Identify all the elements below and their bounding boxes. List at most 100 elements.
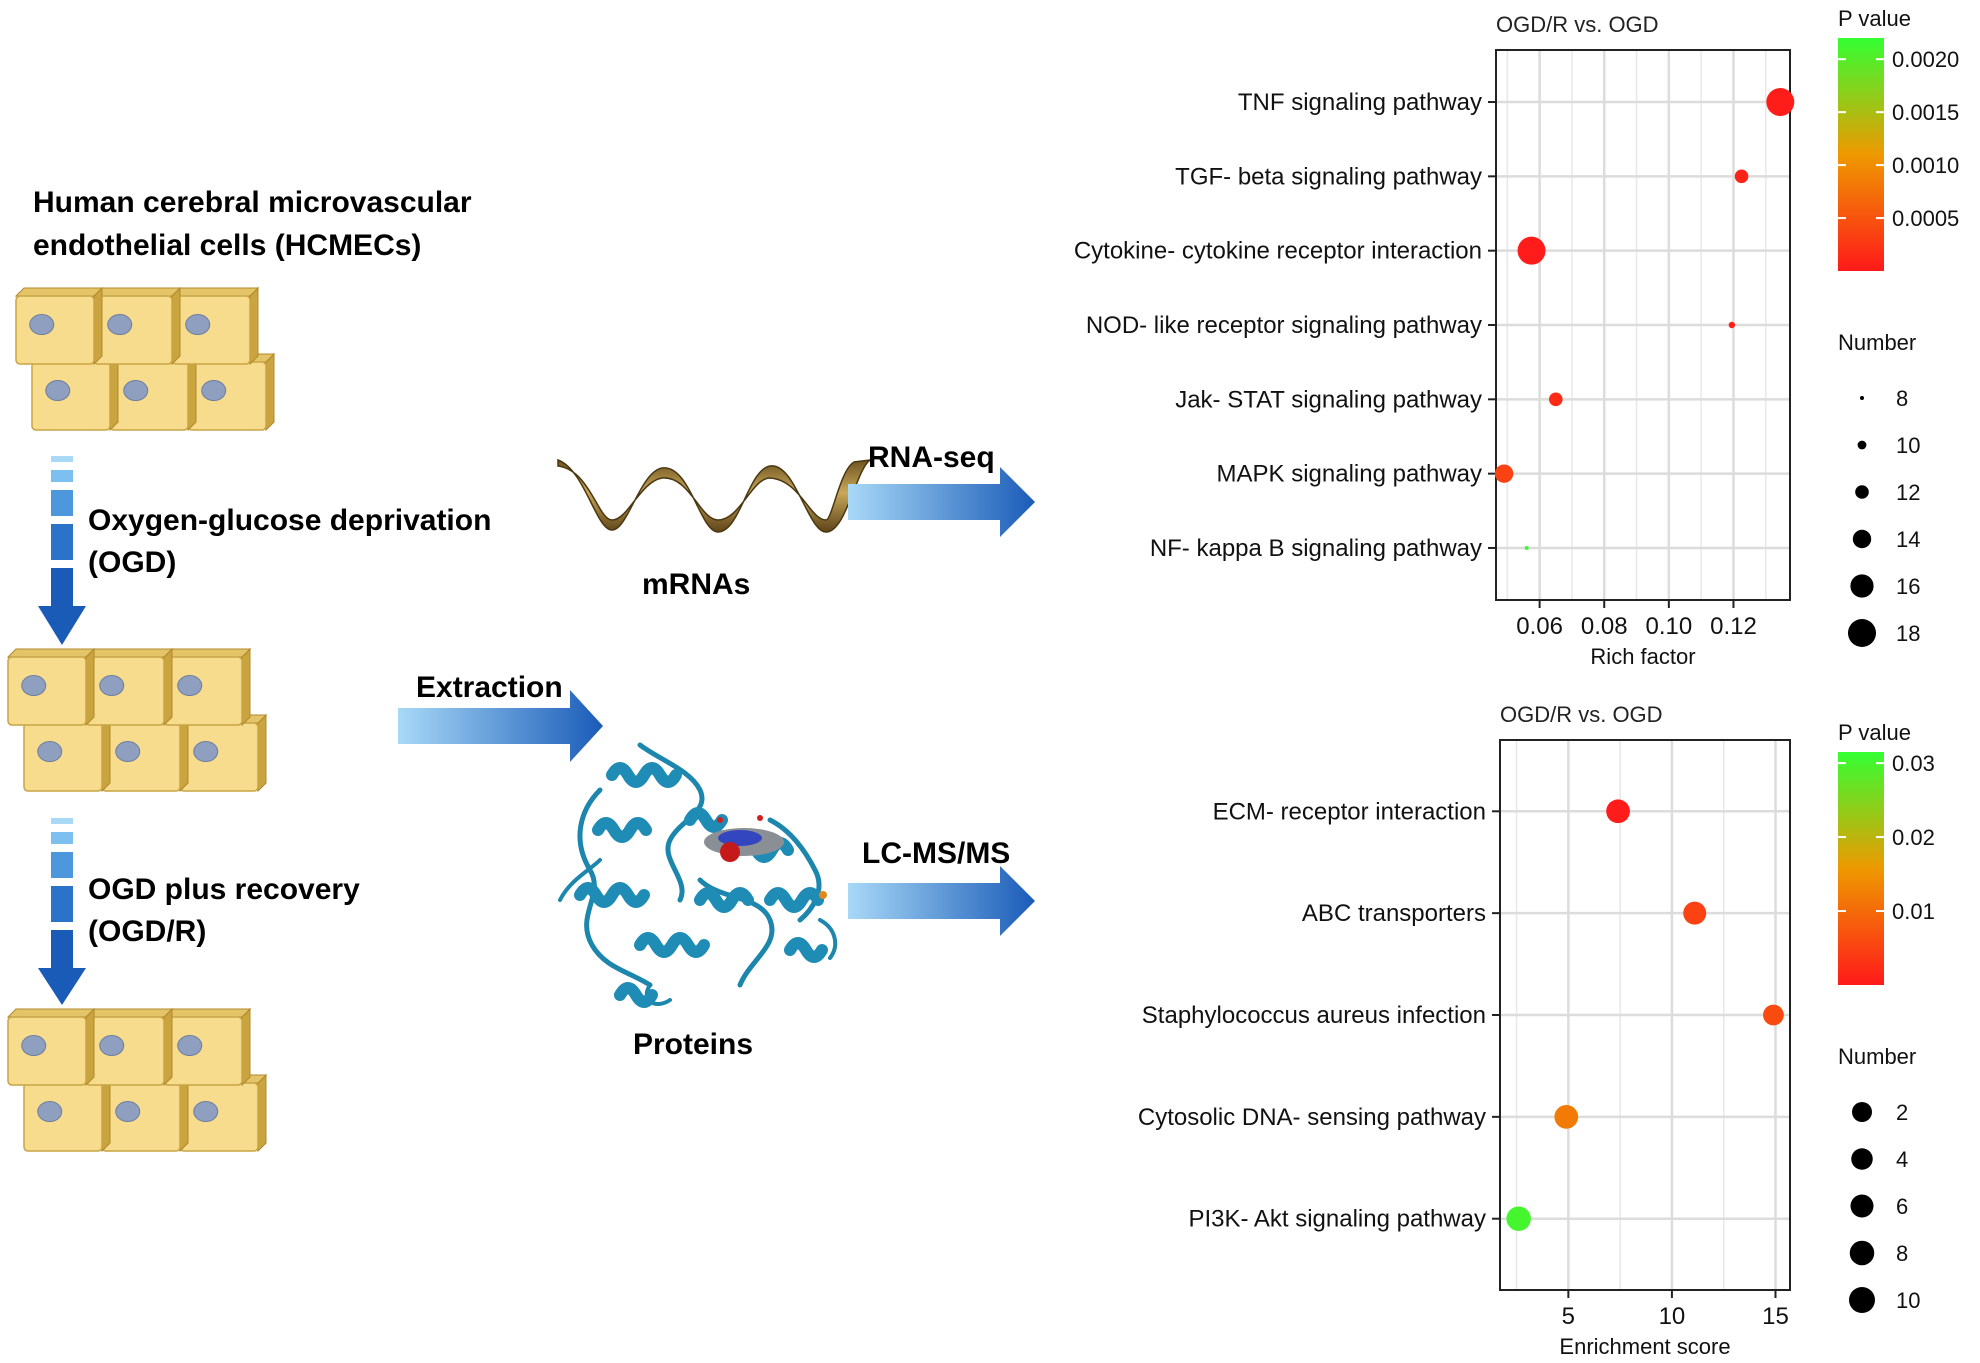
size-legend-dot	[1849, 1240, 1875, 1266]
size-legend-label: 6	[1896, 1194, 1908, 1219]
size-legend-title: Number	[1838, 1044, 1916, 1069]
cell-top	[84, 648, 174, 658]
cell-side	[179, 713, 189, 793]
down-arrow-ogd	[38, 456, 86, 645]
color-legend-label: 0.0005	[1892, 206, 1959, 231]
data-point	[1728, 321, 1736, 329]
mrnas-label: mRNAs	[642, 568, 750, 601]
size-legend-dot	[1857, 440, 1867, 450]
cell-monolayer-ogdr	[6, 1007, 268, 1153]
data-point	[1506, 1206, 1531, 1231]
size-legend-label: 10	[1896, 1288, 1920, 1313]
color-legend-title: P value	[1838, 720, 1911, 745]
cell-side	[179, 1073, 189, 1153]
cell-side	[101, 713, 111, 793]
lcms-label: LC-MS/MS	[862, 837, 1010, 870]
data-point	[1683, 901, 1707, 925]
cell-top	[14, 287, 104, 297]
data-point	[1524, 545, 1529, 550]
extraction-label: Extraction	[416, 671, 563, 704]
cell-side	[241, 647, 251, 727]
size-legend-dot	[1851, 1148, 1873, 1170]
rnaseq-label: RNA-seq	[868, 441, 995, 474]
size-legend-label: 14	[1896, 527, 1920, 552]
nucleus-icon	[21, 675, 47, 697]
cell-title-line1: Human cerebral microvascular	[33, 186, 472, 219]
nucleus-icon	[29, 314, 55, 336]
cell-side	[101, 1073, 111, 1153]
y-tick-label: NF- kappa B signaling pathway	[1150, 535, 1482, 562]
cell-top	[162, 1008, 252, 1018]
color-legend-label: 0.02	[1892, 825, 1935, 850]
y-tick-label: ABC transporters	[1302, 900, 1486, 927]
nucleus-icon	[45, 380, 71, 402]
cell-side	[257, 1073, 267, 1153]
x-tick-label: 0.06	[1516, 613, 1563, 640]
nucleus-icon	[107, 314, 133, 336]
cell-side	[93, 286, 103, 366]
size-legend-label: 18	[1896, 621, 1920, 646]
cell-side	[187, 352, 197, 432]
size-legend-dot	[1852, 1102, 1872, 1122]
y-tick-label: TNF signaling pathway	[1238, 89, 1482, 116]
x-tick-label: 0.08	[1581, 613, 1628, 640]
size-legend-label: 16	[1896, 574, 1920, 599]
cell-side	[163, 647, 173, 727]
proteins-label: Proteins	[633, 1028, 753, 1061]
size-legend-dot	[1852, 529, 1872, 549]
nucleus-icon	[177, 675, 203, 697]
y-tick-label: Cytokine- cytokine receptor interaction	[1074, 238, 1482, 265]
color-legend-bar	[1838, 38, 1884, 271]
size-legend-dot	[1848, 619, 1876, 647]
cell	[23, 1082, 103, 1152]
cell	[7, 1016, 87, 1086]
y-tick-label: MAPK signaling pathway	[1217, 461, 1482, 488]
x-tick-label: 15	[1762, 1303, 1789, 1330]
cell-side	[249, 286, 259, 366]
cell	[179, 722, 259, 792]
color-legend-bar	[1838, 752, 1884, 985]
cell-top	[6, 1008, 96, 1018]
cell	[171, 295, 251, 365]
cell	[101, 1082, 181, 1152]
cell	[23, 722, 103, 792]
nucleus-icon	[193, 741, 219, 763]
cell-top	[92, 287, 182, 297]
size-legend-label: 10	[1896, 433, 1920, 458]
y-tick-label: NOD- like receptor signaling pathway	[1086, 312, 1482, 339]
color-legend-title: P value	[1838, 6, 1911, 31]
y-tick-label: TGF- beta signaling pathway	[1175, 163, 1482, 190]
size-legend-label: 4	[1896, 1147, 1908, 1172]
x-axis-label: Rich factor	[1590, 644, 1695, 669]
cell-side	[85, 1007, 95, 1087]
x-tick-label: 10	[1659, 1303, 1686, 1330]
data-point	[1734, 169, 1749, 184]
cell-monolayer-ogd	[6, 647, 268, 793]
y-tick-label: ECM- receptor interaction	[1213, 798, 1486, 825]
size-legend-dot	[1850, 574, 1874, 598]
nucleus-icon	[115, 741, 141, 763]
data-point	[1763, 1004, 1784, 1026]
y-tick-label: Cytosolic DNA- sensing pathway	[1138, 1104, 1486, 1131]
data-point	[1554, 1104, 1579, 1129]
cell-top	[6, 648, 96, 658]
cell-side	[171, 286, 181, 366]
cell	[15, 295, 95, 365]
data-point	[1766, 88, 1795, 117]
extraction-arrow	[398, 690, 603, 762]
y-tick-label: Jak- STAT signaling pathway	[1175, 386, 1482, 413]
cell-title-line2: endothelial cells (HCMECs)	[33, 229, 421, 262]
cell-side	[163, 1007, 173, 1087]
nucleus-icon	[185, 314, 211, 336]
size-legend-dot	[1849, 1287, 1875, 1313]
y-tick-label: Staphylococcus aureus infection	[1142, 1002, 1486, 1029]
cell-top	[170, 287, 260, 297]
nucleus-icon	[37, 741, 63, 763]
size-legend-dot	[1860, 396, 1864, 400]
cell	[7, 656, 87, 726]
color-legend-label: 0.0020	[1892, 47, 1959, 72]
cell	[163, 656, 243, 726]
nucleus-icon	[123, 380, 149, 402]
